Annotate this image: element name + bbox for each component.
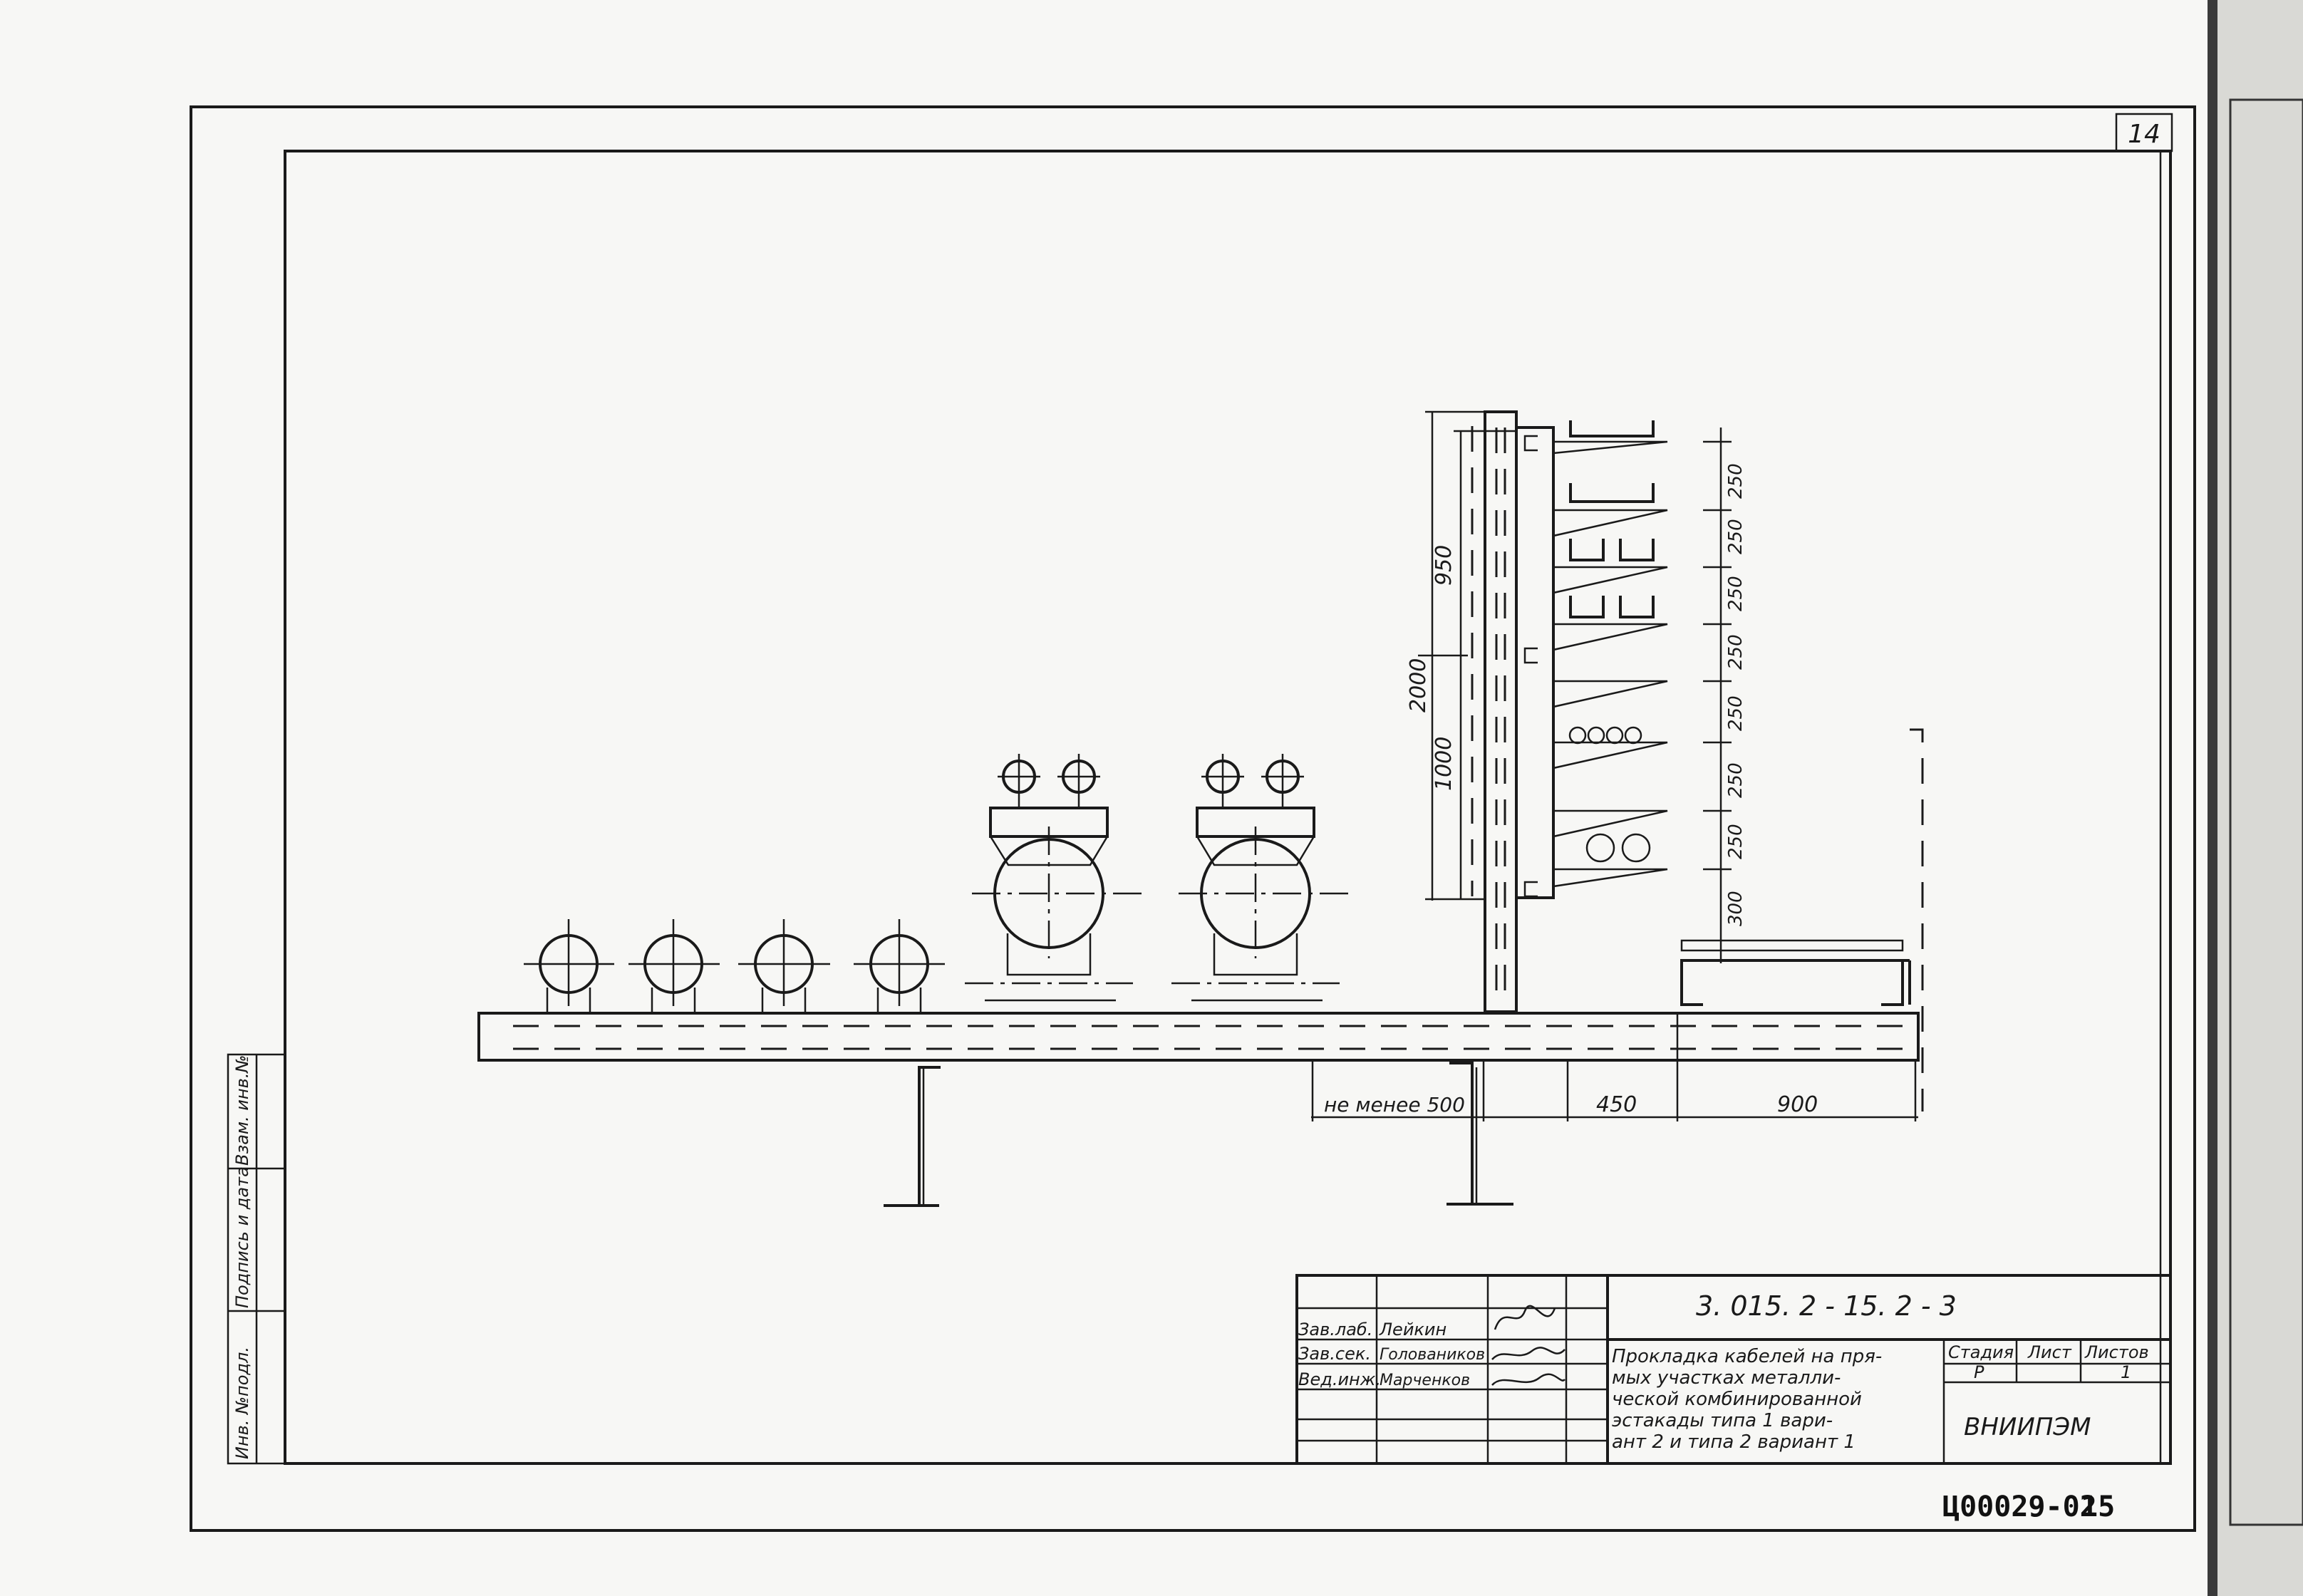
staff-name-3: Марченков [1380, 1372, 1470, 1389]
pipe-1 [524, 919, 614, 1015]
dimension-lines [1311, 410, 1918, 1121]
dim-right-1: 250 [1725, 463, 1746, 499]
side-stamp: Инв. №подл. Подпись и дата Взам. инв.№ [227, 1053, 286, 1465]
sheets-header: Листов [2084, 1342, 2149, 1362]
dim-right-7: 250 [1725, 824, 1746, 859]
archive-sheet: 15 [2081, 1491, 2115, 1523]
next-sheet-frame [2229, 98, 2303, 1526]
dim-right-6: 250 [1725, 762, 1746, 798]
pipe-4 [854, 919, 945, 1015]
main-beam [477, 1012, 1920, 1062]
signatures [1491, 1305, 1565, 1386]
corner-sheet-number-box: 14 [2115, 113, 2173, 152]
archive-code: Ц00029-02 [1942, 1491, 2097, 1523]
outer-frame [190, 105, 2196, 1532]
cable-shelves [1552, 440, 1668, 888]
dim-right-5: 250 [1725, 695, 1746, 731]
dim-2000: 2000 [1406, 658, 1431, 712]
support-column-right [1447, 1062, 1513, 1206]
title-line-3: ческой комбинированной [1612, 1389, 1862, 1410]
organization: ВНИИПЭМ [1964, 1413, 2091, 1441]
side-stamp-replacement-inv: Взам. инв.№ [232, 1055, 252, 1166]
pipe-2 [628, 919, 720, 1015]
title-block [1295, 1274, 2172, 1465]
staff-role-3: Вед.инж. [1298, 1369, 1381, 1389]
stage-header: Стадия [1948, 1342, 2014, 1362]
dim-right-4: 250 [1725, 634, 1746, 670]
staff-name-2: Головаников [1380, 1346, 1485, 1364]
sheet-header: Лист [2027, 1342, 2072, 1362]
dim-900: 900 [1777, 1092, 1818, 1117]
cables [1568, 726, 1651, 863]
sheets-value: 1 [2121, 1362, 2131, 1382]
dim-950: 950 [1432, 545, 1456, 586]
support-column-left [884, 1066, 941, 1207]
title-line-2: мых участках металли- [1612, 1367, 1841, 1389]
dim-right-2: 250 [1725, 519, 1746, 554]
cable-channel [1680, 728, 1924, 1112]
title-line-5: ант 2 и типа 2 вариант 1 [1612, 1431, 1856, 1453]
dim-right-3: 250 [1725, 576, 1746, 611]
large-pipe-assembly-right [1171, 754, 1354, 1002]
dim-right-8: 300 [1725, 891, 1746, 926]
dim-450: 450 [1596, 1092, 1637, 1117]
cable-rack-column [1471, 410, 1555, 1013]
dim-not-less-500: не менее 500 [1324, 1093, 1465, 1116]
binding-edge [2208, 0, 2217, 1596]
inner-frame [284, 150, 2172, 1465]
corner-sheet-number: 14 [2128, 120, 2160, 149]
cable-trays [1569, 420, 1655, 618]
binding-shadow [2209, 0, 2303, 1596]
side-stamp-signature-date: Подпись и дата [232, 1166, 252, 1308]
staff-name-1: Лейкин [1379, 1320, 1447, 1340]
side-stamp-inv-no: Инв. №подл. [232, 1347, 252, 1459]
title-line-4: эстакады типа 1 вари- [1612, 1410, 1833, 1431]
pipe-3 [738, 919, 830, 1015]
title-line-1: Прокладка кабелей на пря- [1612, 1346, 1882, 1367]
dim-1000: 1000 [1432, 737, 1456, 791]
staff-role-2: Зав.сек. [1298, 1344, 1371, 1364]
staff-role-1: Зав.лаб. [1298, 1320, 1372, 1340]
large-pipe-assembly-left [965, 754, 1147, 1002]
drawing-designation: 3. 015. 2 - 15. 2 - 3 [1696, 1290, 1957, 1322]
stage-value: Р [1974, 1362, 1984, 1382]
